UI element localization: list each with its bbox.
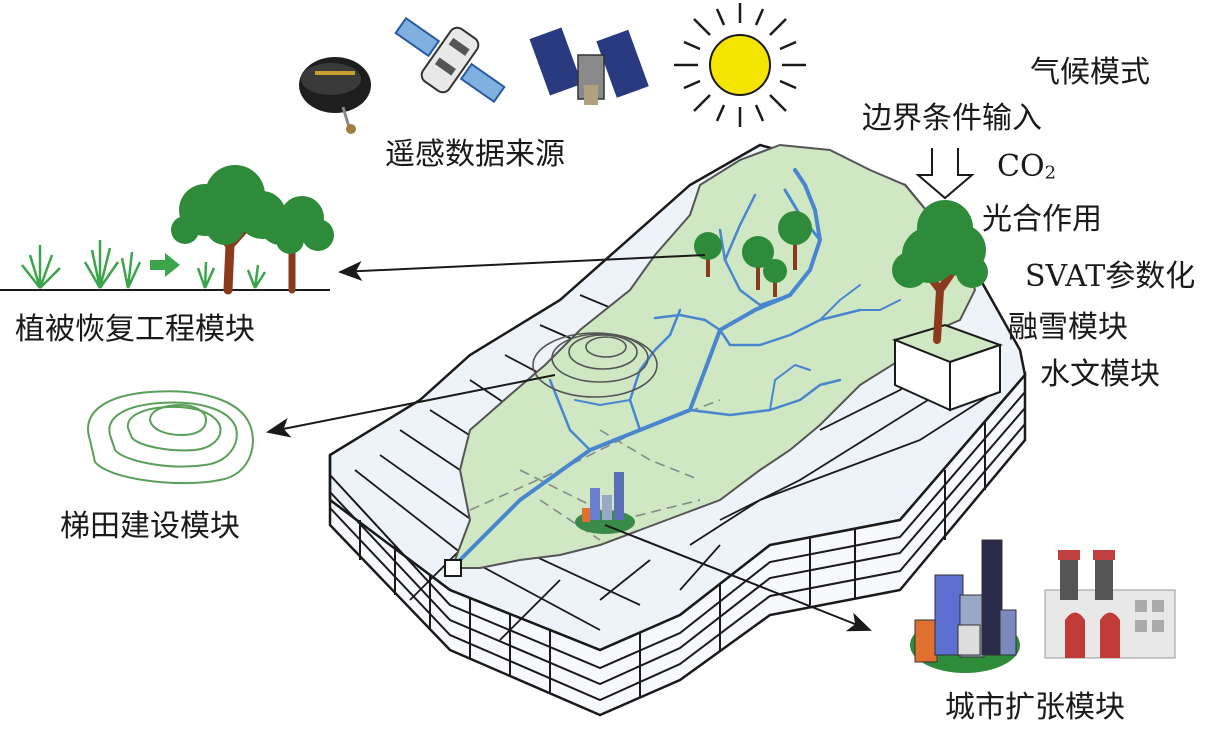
svat-label: SVAT参数化	[1025, 259, 1196, 294]
co2-label: CO2	[997, 149, 1057, 184]
sun-icon	[674, 3, 806, 127]
arrow-to-vegetation	[338, 254, 706, 281]
green-arrow-icon	[150, 253, 180, 277]
svat-tree-icon	[892, 200, 988, 344]
snowmelt-label: 融雪模块	[1008, 310, 1128, 345]
factory-icon	[1044, 550, 1176, 659]
pointer-arrows	[266, 254, 872, 632]
arrow-to-terrace	[266, 374, 556, 438]
city-buildings-icon	[910, 539, 1020, 673]
satellite-station-icon	[394, 16, 506, 104]
grass-icon	[21, 240, 267, 289]
climate-model-label: 气候模式	[1030, 55, 1150, 90]
tree-icon	[260, 196, 334, 294]
tree-icon	[171, 165, 286, 295]
basin-city-icon	[575, 472, 635, 534]
remote-sensing-label: 遥感数据来源	[385, 137, 565, 172]
basin-trees	[694, 211, 812, 297]
basin-terrace-icon	[532, 332, 658, 398]
outlet-marker	[444, 559, 462, 577]
boundary-input-label: 边界条件输入	[862, 101, 1042, 136]
arrow-to-urban	[604, 524, 872, 632]
urban-expansion-label: 城市扩张模块	[945, 690, 1125, 725]
vegetation-restoration-label: 植被恢复工程模块	[15, 312, 255, 347]
hydrology-label: 水文模块	[1040, 357, 1160, 392]
boundary-input-arrows	[915, 148, 975, 200]
vegetation-restoration-icon	[0, 165, 334, 295]
photosynthesis-label: 光合作用	[982, 202, 1102, 237]
satellite-panel-icon	[529, 27, 649, 105]
svat-cell	[891, 323, 1004, 412]
river-network	[450, 168, 901, 570]
terrace-contour-icon	[87, 390, 254, 485]
terrace-construction-label: 梯田建设模块	[60, 509, 240, 544]
satellite-cylinder-icon	[299, 57, 371, 134]
